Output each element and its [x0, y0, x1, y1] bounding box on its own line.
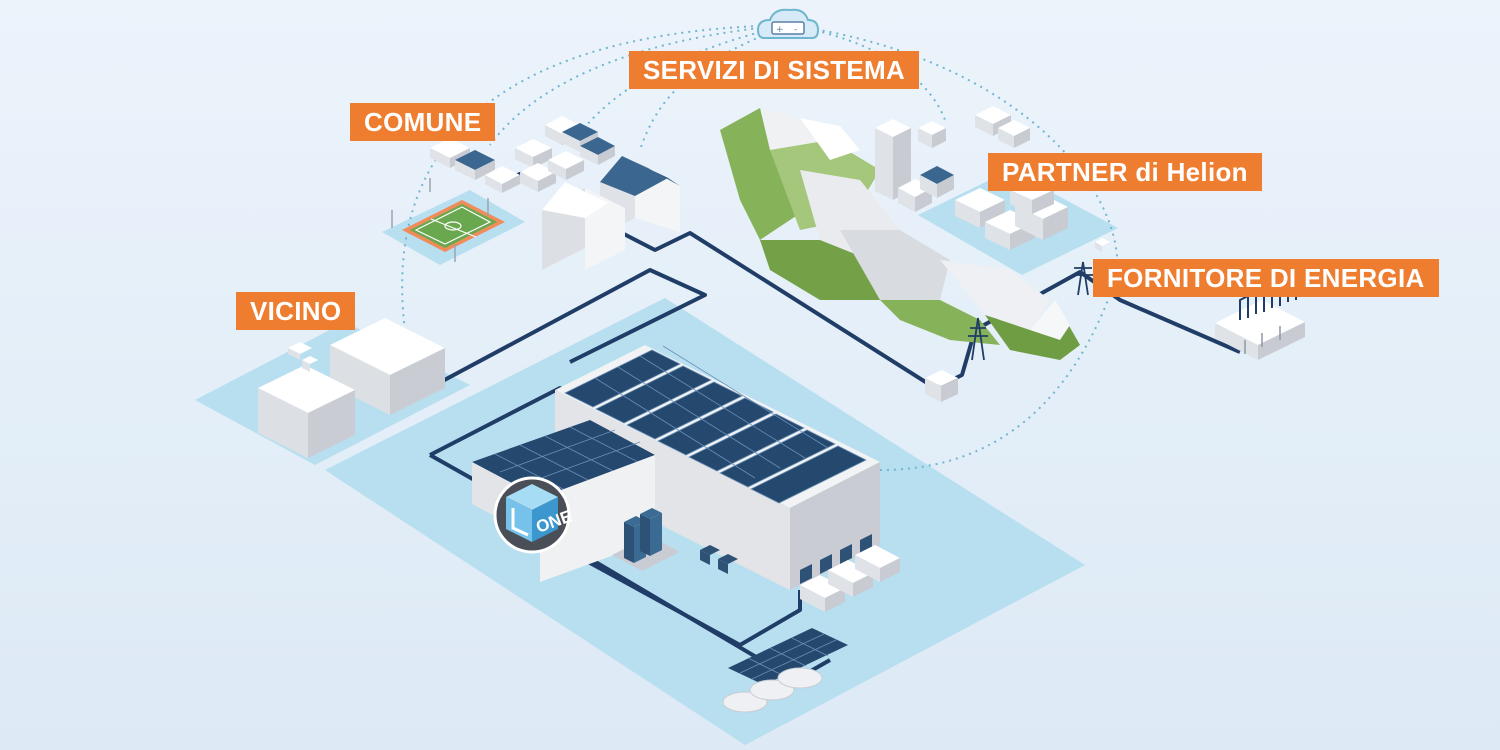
power-station — [1215, 276, 1305, 360]
cloud-minus: - — [794, 25, 797, 35]
football-field — [391, 178, 505, 262]
label-comune: COMUNE — [350, 103, 496, 141]
pylons — [968, 261, 1093, 361]
grid-junction-box — [925, 238, 1110, 402]
village-houses — [430, 116, 680, 270]
label-partner: PARTNER di Helion — [988, 153, 1262, 191]
cloud-battery-icon: + - — [756, 8, 820, 39]
factory — [472, 345, 880, 590]
label-vicino: VICINO — [236, 292, 356, 330]
cloud-plus: + — [776, 25, 784, 35]
solar-carport — [722, 628, 848, 713]
mountain — [720, 108, 1080, 360]
helion-one-cube-icon — [506, 484, 558, 542]
label-servizi-di-sistema: SERVIZI DI SISTEMA — [629, 51, 920, 89]
battery-storage — [612, 508, 738, 574]
vicino-buildings — [258, 318, 445, 458]
label-fornitore-di-energia: FORNITORE DI ENERGIA — [1093, 259, 1439, 297]
comune-white-house — [542, 182, 625, 270]
trucks — [800, 545, 900, 612]
partner-buildings — [875, 106, 1068, 250]
